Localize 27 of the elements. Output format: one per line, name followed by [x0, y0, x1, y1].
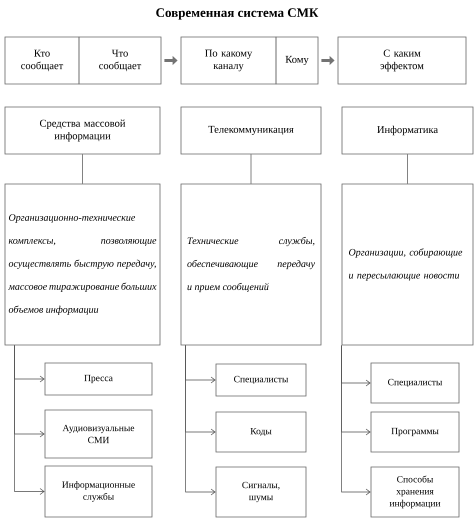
arrow [14, 345, 45, 495]
arrow [341, 345, 371, 496]
item-box: Специалисты [370, 362, 460, 404]
item-box: Способы хранения информации [370, 466, 460, 518]
arrow [185, 345, 216, 496]
description-box: Технические службы, обеспечивающие передачу и прием сообщений [180, 184, 322, 346]
item-box: Аудиовизуальные СМИ [44, 410, 152, 458]
category-box: Средства массовой информации [4, 106, 160, 154]
item-box: Информационные службы [44, 466, 152, 518]
process-box: По какому каналу [180, 36, 276, 84]
category-box: Телекоммуникация [180, 106, 322, 154]
title: Современная система СМК [156, 8, 318, 20]
item-box: Коды [216, 412, 306, 452]
process-box: Кому [276, 36, 318, 84]
process-box: Что сообщает [78, 36, 162, 84]
process-box: Кто сообщает [4, 36, 80, 84]
item-box: Пресса [44, 362, 152, 396]
connector-line [250, 154, 252, 184]
description-box: Организационно-технические комплексы, позволяющие осуществлять быструю передачу, массовое тиражирование больших объемов информации [4, 184, 160, 346]
connector-line [82, 154, 83, 184]
item-box: Программы [370, 412, 460, 452]
category-box: Информатика [342, 106, 474, 154]
description-box: Организации, собирающие и пересылающие новости [342, 184, 474, 346]
item-box: Сигналы, шумы [216, 466, 306, 518]
item-box: Специалисты [216, 364, 306, 396]
connector-line [407, 154, 408, 184]
process-box: С каким эффектом [338, 36, 466, 84]
